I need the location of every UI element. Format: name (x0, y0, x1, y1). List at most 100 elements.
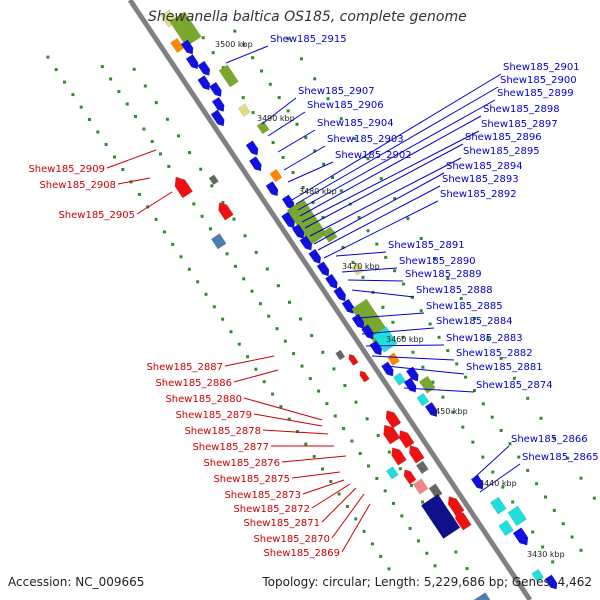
gene-label-reverse[interactable]: Shew185_2886 (155, 378, 232, 389)
gene-feature[interactable] (385, 410, 402, 429)
gene-label-reverse[interactable]: Shew185_2871 (243, 518, 320, 529)
gene-label-forward[interactable]: Shew185_2889 (405, 269, 482, 280)
gene-label-forward[interactable]: Shew185_2891 (388, 240, 465, 251)
gene-label-forward[interactable]: Shew185_2883 (446, 333, 523, 344)
gene-label-forward[interactable]: Shew185_2897 (481, 119, 558, 130)
gene-feature[interactable] (420, 493, 461, 539)
gene-label-reverse[interactable]: Shew185_2875 (213, 474, 290, 485)
gene-feature[interactable] (351, 313, 365, 329)
gene-feature[interactable] (210, 233, 227, 250)
gene-label-reverse[interactable]: Shew185_2877 (192, 442, 269, 453)
gene-feature[interactable] (385, 466, 399, 480)
gene-feature[interactable] (405, 366, 419, 382)
gene-label-forward[interactable]: Shew185_2893 (442, 174, 519, 185)
gene-feature[interactable] (473, 592, 493, 600)
gene-feature[interactable] (391, 447, 407, 466)
gene-feature[interactable] (341, 298, 355, 314)
gene-label-reverse[interactable]: Shew185_2870 (253, 534, 330, 545)
gene-label-forward[interactable]: Shew185_2896 (465, 132, 542, 143)
gene-feature[interactable] (544, 574, 558, 590)
gene-feature[interactable] (269, 168, 283, 183)
gene-feature[interactable] (321, 226, 338, 243)
gene-feature[interactable] (210, 109, 225, 127)
gene-label-reverse[interactable]: Shew185_2909 (28, 164, 105, 175)
gene-feature[interactable] (208, 174, 219, 186)
gene-feature[interactable] (348, 353, 359, 366)
gene-label-forward[interactable]: Shew185_2892 (440, 189, 517, 200)
gene-label-reverse[interactable]: Shew185_2880 (165, 394, 242, 405)
gene-label-forward[interactable]: Shew185_2874 (476, 380, 553, 391)
gene-feature[interactable] (299, 235, 313, 251)
gene-label-forward[interactable]: Shew185_2901 (503, 62, 580, 73)
gene-label-forward[interactable]: Shew185_2900 (500, 75, 577, 86)
gene-feature[interactable] (350, 262, 364, 276)
gene-feature[interactable] (415, 460, 429, 475)
gene-label-forward[interactable]: Shew185_2888 (416, 285, 493, 296)
gene-label-forward[interactable]: Shew185_2903 (327, 134, 404, 145)
gene-label-reverse[interactable]: Shew185_2876 (203, 458, 280, 469)
gene-label-reverse[interactable]: Shew185_2878 (184, 426, 261, 437)
gene-label-forward[interactable]: Shew185_2899 (497, 88, 574, 99)
gene-label-reverse[interactable]: Shew185_2905 (58, 210, 135, 221)
gene-feature[interactable] (308, 248, 322, 264)
gene-feature[interactable] (208, 81, 222, 97)
gene-feature[interactable] (428, 483, 443, 499)
gene-feature[interactable] (333, 286, 347, 302)
gene-feature[interactable] (360, 324, 374, 340)
gene-feature[interactable] (424, 401, 438, 418)
gene-feature[interactable] (218, 64, 239, 88)
gene-label-forward[interactable]: Shew185_2890 (399, 256, 476, 267)
gene-feature[interactable] (316, 261, 330, 277)
gene-feature[interactable] (291, 223, 305, 239)
gene-feature[interactable] (512, 527, 529, 546)
gene-label-forward[interactable]: Shew185_2898 (483, 104, 560, 115)
gene-feature[interactable] (237, 103, 251, 117)
gene-feature[interactable] (489, 496, 507, 515)
gene-feature[interactable] (281, 211, 295, 229)
gene-feature[interactable] (218, 202, 234, 221)
gene-label-forward[interactable]: Shew185_2895 (463, 146, 540, 157)
gene-feature[interactable] (399, 430, 415, 449)
gene-label-reverse[interactable]: Shew185_2873 (224, 490, 301, 501)
gene-feature[interactable] (248, 156, 262, 172)
gene-label-forward[interactable]: Shew185_2865 (522, 452, 599, 463)
gene-feature[interactable] (387, 352, 400, 366)
gene-feature[interactable] (409, 445, 425, 464)
gene-feature[interactable] (418, 375, 436, 394)
gene-label-forward[interactable]: Shew185_2906 (307, 100, 384, 111)
gene-label-forward[interactable]: Shew185_2907 (298, 86, 375, 97)
gene-feature[interactable] (174, 176, 194, 199)
gene-label-reverse[interactable]: Shew185_2869 (263, 548, 340, 559)
gene-feature[interactable] (245, 140, 259, 156)
gene-label-forward[interactable]: Shew185_2884 (436, 316, 513, 327)
gene-feature[interactable] (265, 181, 279, 197)
gene-feature[interactable] (169, 11, 202, 47)
gene-label-forward[interactable]: Shew185_2866 (511, 434, 588, 445)
gene-feature[interactable] (455, 510, 472, 531)
gene-feature[interactable] (170, 37, 185, 54)
gene-label-reverse[interactable]: Shew185_2879 (175, 410, 252, 421)
gene-feature[interactable] (335, 349, 346, 361)
gene-feature[interactable] (416, 392, 430, 407)
gene-label-reverse[interactable]: Shew185_2887 (146, 362, 223, 373)
gene-feature[interactable] (403, 469, 417, 485)
gene-label-forward[interactable]: Shew185_2894 (446, 161, 523, 172)
gene-feature[interactable] (507, 505, 527, 527)
gene-feature[interactable] (197, 75, 211, 91)
gene-feature[interactable] (380, 361, 394, 377)
gene-feature[interactable] (498, 519, 514, 537)
gene-label-forward[interactable]: Shew185_2915 (270, 34, 347, 45)
gene-feature[interactable] (531, 568, 545, 583)
gene-feature[interactable] (324, 273, 338, 289)
gene-label-forward[interactable]: Shew185_2881 (466, 362, 543, 373)
gene-feature[interactable] (197, 60, 211, 76)
gene-label-reverse[interactable]: Shew185_2908 (39, 180, 116, 191)
gene-feature[interactable] (359, 370, 370, 383)
gene-feature[interactable] (412, 478, 429, 495)
gene-label-forward[interactable]: Shew185_2904 (317, 118, 394, 129)
gene-feature[interactable] (211, 96, 225, 112)
gene-feature[interactable] (185, 54, 199, 70)
gene-label-forward[interactable]: Shew185_2882 (456, 348, 533, 359)
gene-label-reverse[interactable]: Shew185_2872 (233, 504, 310, 515)
